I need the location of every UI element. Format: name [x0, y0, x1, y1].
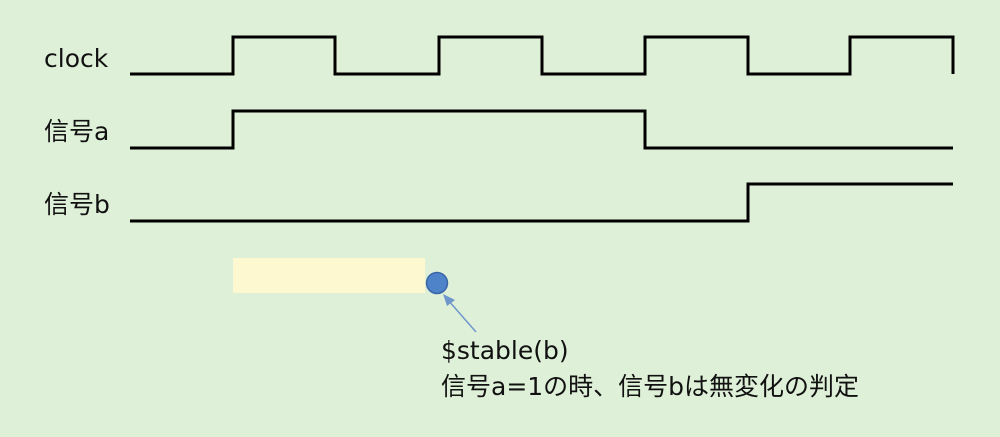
- sample-window-highlight: [233, 258, 425, 293]
- annotation-assertion: $stable(b): [441, 336, 569, 365]
- signal-label-b: 信号b: [44, 190, 110, 219]
- annotation-arrow-head: [443, 294, 455, 306]
- annotation-description: 信号a=1の時、信号bは無変化の判定: [441, 372, 860, 401]
- signal-label-a: 信号a: [44, 117, 110, 146]
- signal-label-clock: clock: [44, 44, 109, 73]
- waveform-layer: [130, 35, 955, 223]
- clock-waveform: [130, 35, 955, 76]
- annotation-arrow-line: [447, 299, 477, 333]
- sample-point-marker: [425, 271, 449, 295]
- signal-a-waveform: [130, 109, 953, 150]
- signal-b-waveform: [130, 182, 953, 223]
